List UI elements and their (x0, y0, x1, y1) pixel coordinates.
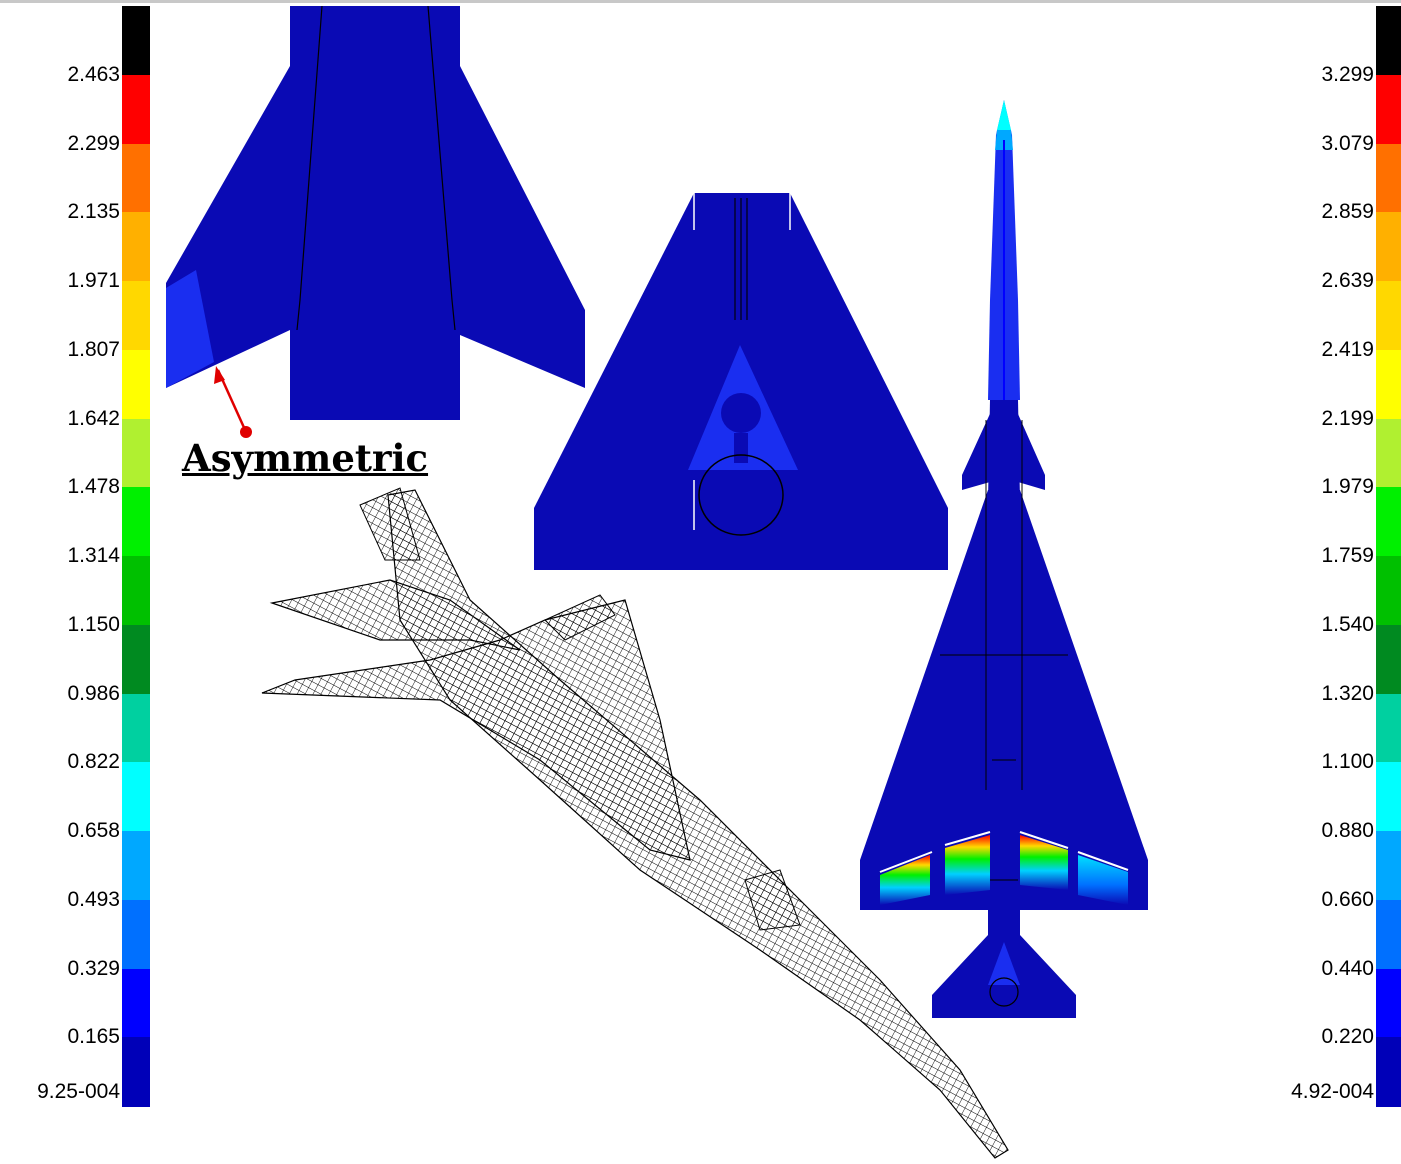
aft-highlight (988, 942, 1020, 985)
legend-swatch (122, 693, 150, 763)
left-legend-label: 1.478 (67, 475, 120, 499)
left-contour-legend (122, 6, 150, 1107)
right-legend-label: 0.880 (1321, 819, 1374, 842)
top-border (0, 0, 1401, 3)
right-legend-label: 0.220 (1321, 1025, 1374, 1049)
legend-swatch (1376, 693, 1401, 763)
right-legend-label: 0.440 (1321, 956, 1374, 980)
legend-swatch (122, 418, 150, 488)
right-legend-label: 3.079 (1321, 131, 1374, 155)
legend-swatch (1376, 1037, 1401, 1107)
right-legend-label: 1.100 (1321, 750, 1374, 774)
fuselage (988, 400, 1020, 500)
asymmetric-arrow (214, 366, 252, 438)
main-wing (860, 490, 1148, 910)
right-legend-label: 2.199 (1321, 406, 1374, 430)
legend-swatch (122, 556, 150, 626)
right-legend-label: 0.660 (1321, 887, 1374, 911)
right-legend-label: 1.540 (1321, 612, 1374, 636)
left-legend-label: 2.299 (67, 131, 120, 155)
right-legend-label: 2.859 (1321, 200, 1374, 224)
nose-tip (997, 100, 1011, 130)
flap-1 (880, 855, 930, 905)
legend-swatch (1376, 762, 1401, 832)
legend-swatch (122, 281, 150, 351)
tail-section-view (166, 5, 585, 420)
legend-swatch (122, 212, 150, 282)
left-legend-label: 1.971 (67, 269, 120, 292)
mesh-forward-fin (744, 869, 801, 931)
left-legend-label: 0.493 (67, 887, 120, 911)
rear-nozzle-outline (698, 454, 784, 536)
left-legend-label: 1.314 (67, 544, 120, 567)
right-legend-label: 1.759 (1321, 544, 1374, 567)
legend-swatch (122, 831, 150, 901)
legend-swatch (1376, 624, 1401, 694)
left-legend-label: 0.986 (67, 681, 120, 705)
legend-swatch (122, 762, 150, 832)
rear-view (534, 193, 948, 570)
legend-swatch (122, 968, 150, 1038)
mesh-canard (269, 579, 521, 651)
right-legend-label: 1.979 (1321, 475, 1374, 499)
left-legend-label: 1.807 (67, 337, 120, 361)
rear-hub-stem (734, 433, 748, 463)
right-legend-label: 3.299 (1321, 62, 1374, 86)
legend-swatch (1376, 349, 1401, 419)
left-legend-label: 0.822 (67, 750, 120, 774)
legend-swatch (122, 6, 150, 76)
asymmetric-callout: Asymmetric (182, 436, 429, 480)
legend-swatch (1376, 968, 1401, 1038)
legend-swatch (122, 899, 150, 969)
left-legend-label: 9.25-004 (37, 1080, 120, 1103)
left-legend-label: 0.165 (67, 1025, 120, 1049)
left-legend-label: 0.329 (67, 956, 120, 980)
legend-swatch (122, 143, 150, 213)
legend-swatch (122, 487, 150, 557)
legend-swatch (1376, 831, 1401, 901)
right-legend-label: 4.92-004 (1291, 1080, 1374, 1103)
right-legend-label: 2.639 (1321, 269, 1374, 292)
asymmetric-tip-region (166, 270, 214, 388)
legend-swatch (1376, 487, 1401, 557)
legend-swatch (1376, 556, 1401, 626)
tail-edge-lines (296, 5, 456, 331)
planform-view (860, 100, 1148, 1018)
left-legend-label: 0.658 (67, 819, 120, 842)
legend-swatch (1376, 74, 1401, 144)
left-legend-label: 1.150 (67, 612, 120, 636)
legend-swatch (1376, 212, 1401, 282)
rear-hub (721, 393, 761, 433)
mesh-engine-pod (544, 594, 616, 641)
legend-swatch (122, 74, 150, 144)
legend-swatch (1376, 143, 1401, 213)
right-legend-label: 1.320 (1321, 681, 1374, 705)
left-legend-label: 2.135 (67, 200, 120, 224)
mesh-wing-main (261, 599, 691, 861)
legend-swatch (122, 624, 150, 694)
mesh-fin (359, 487, 421, 561)
left-legend-label: 1.642 (67, 406, 120, 430)
tail-section-surface (166, 6, 585, 420)
legend-swatch (122, 1037, 150, 1107)
legend-swatch (1376, 899, 1401, 969)
wireframe-mesh-view (261, 487, 1009, 1159)
left-legend-label: 2.463 (67, 62, 120, 86)
right-contour-legend (1376, 6, 1401, 1107)
legend-swatch (1376, 6, 1401, 76)
legend-swatch (1376, 281, 1401, 351)
legend-swatch (122, 349, 150, 419)
right-legend-label: 2.419 (1321, 337, 1374, 361)
legend-swatch (1376, 418, 1401, 488)
